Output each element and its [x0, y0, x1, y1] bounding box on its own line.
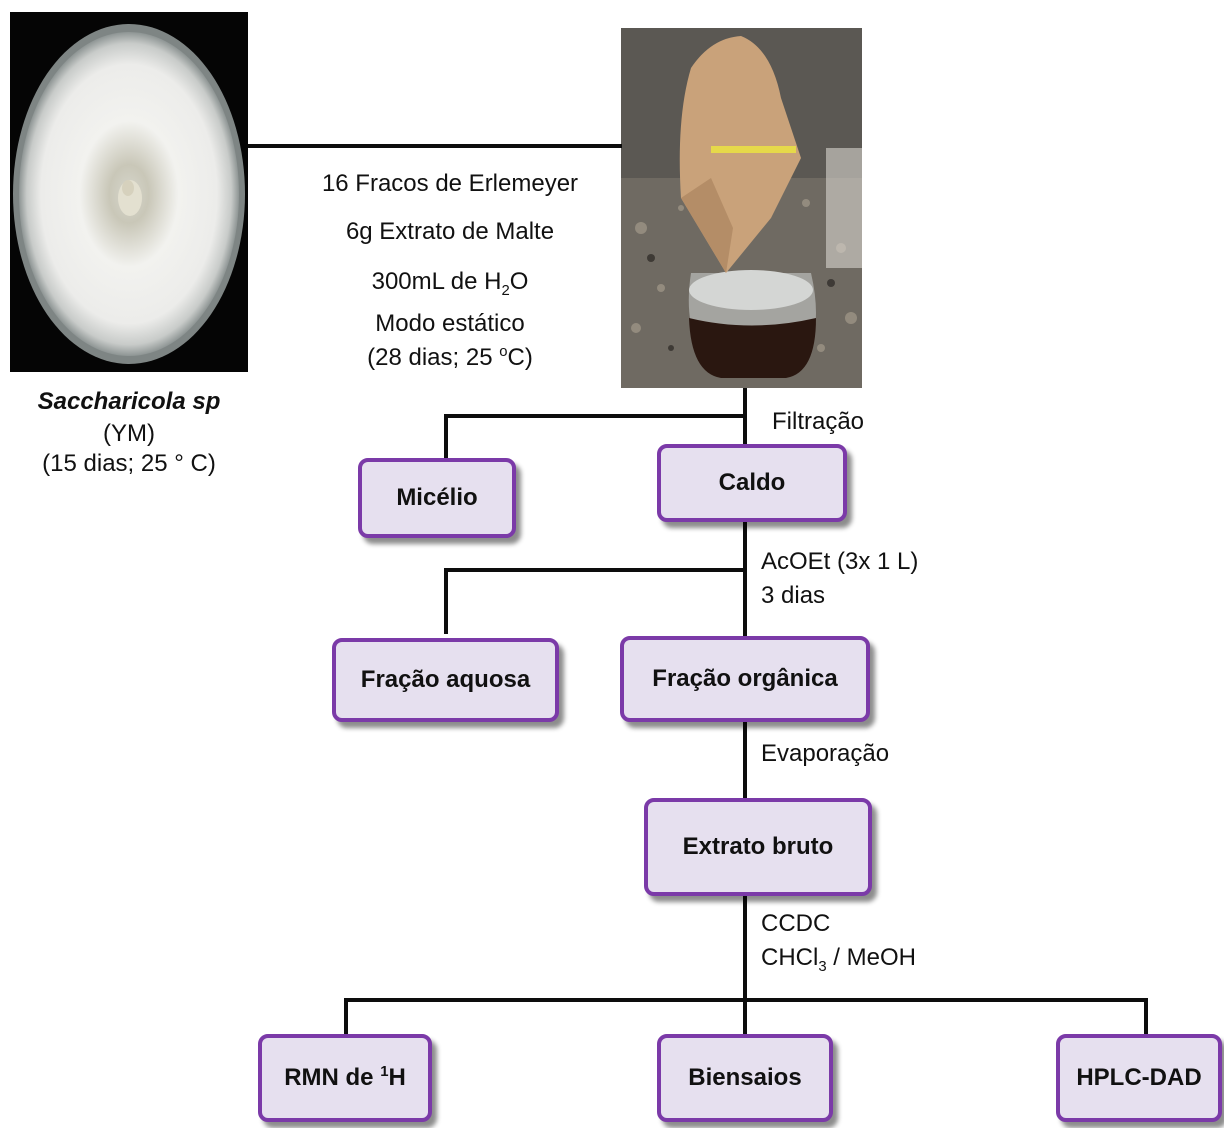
- culture-static-mode: Modo estático: [300, 312, 600, 336]
- step-tlc-chcl: CHCl: [761, 944, 818, 971]
- connector-organica-to-extrato: [743, 720, 747, 798]
- step-filtration: Filtração: [772, 410, 864, 434]
- connector-caldo-to-organica: [743, 520, 747, 638]
- box-rmn: RMN de 1H: [258, 1034, 432, 1122]
- box-extrato-bruto: Extrato bruto: [644, 798, 872, 896]
- culture-degree-superscript: o: [499, 344, 507, 360]
- box-fracao-aquosa-label: Fração aquosa: [361, 666, 530, 694]
- step-tlc: CCDC: [761, 912, 830, 936]
- culture-water-suffix: O: [510, 268, 529, 295]
- step-extraction-solvent: AcOEt (3x 1 L): [761, 550, 918, 574]
- box-micelio: Micélio: [358, 458, 516, 538]
- box-caldo-label: Caldo: [719, 469, 786, 497]
- connector-branch-aquosa-v: [444, 568, 448, 634]
- box-extrato-bruto-label: Extrato bruto: [683, 833, 834, 861]
- culture-incubation-suffix: C): [508, 344, 533, 371]
- culture-water-volume: 300mL de H2O: [300, 270, 600, 294]
- box-fracao-organica: Fração orgânica: [620, 636, 870, 722]
- culture-water-text: 300mL de H: [372, 268, 502, 295]
- box-rmn-label: RMN de 1H: [284, 1064, 406, 1092]
- organism-medium: (YM): [10, 422, 248, 446]
- organism-conditions: (15 dias; 25 ° C): [10, 452, 248, 476]
- flask-illustration: [621, 28, 862, 388]
- box-caldo: Caldo: [657, 444, 847, 522]
- culture-flasks: 16 Fracos de Erlemeyer: [300, 172, 600, 196]
- box-rmn-text: RMN de: [284, 1064, 380, 1091]
- connector-analysis-branch-h: [344, 998, 1148, 1002]
- culture-incubation: (28 dias; 25 oC): [300, 346, 600, 370]
- box-fracao-organica-label: Fração orgânica: [652, 665, 837, 693]
- step-tlc-subscript: 3: [818, 959, 826, 975]
- step-extraction-time: 3 dias: [761, 584, 825, 608]
- step-tlc-meoh: / MeOH: [827, 944, 916, 971]
- box-biensaios: Biensaios: [657, 1034, 833, 1122]
- culture-incubation-text: (28 dias; 25: [367, 344, 499, 371]
- erlenmeyer-flask-photo: [621, 28, 862, 388]
- box-hplc: HPLC-DAD: [1056, 1034, 1222, 1122]
- box-fracao-aquosa: Fração aquosa: [332, 638, 559, 722]
- box-biensaios-label: Biensaios: [688, 1064, 801, 1092]
- connector-to-hplc: [1144, 998, 1148, 1036]
- connector-branch-micelio-v: [444, 414, 448, 460]
- connector-branch-aquosa-h: [444, 568, 747, 572]
- culture-water-subscript: 2: [501, 283, 509, 299]
- petri-dish-illustration: [10, 12, 248, 372]
- step-tlc-solvent: CHCl3 / MeOH: [761, 946, 916, 970]
- box-micelio-label: Micélio: [396, 484, 477, 512]
- petri-dish-photo: [10, 12, 248, 372]
- culture-malt-extract: 6g Extrato de Malte: [300, 220, 600, 244]
- connector-to-rmn: [344, 998, 348, 1036]
- box-hplc-label: HPLC-DAD: [1076, 1064, 1201, 1092]
- connector-branch-micelio-h: [444, 414, 747, 418]
- box-rmn-suffix: H: [388, 1064, 405, 1091]
- connector-petri-to-flask: [248, 144, 622, 148]
- organism-name: Saccharicola sp: [10, 390, 248, 414]
- step-evaporation: Evaporação: [761, 742, 889, 766]
- connector-flask-to-caldo: [743, 388, 747, 448]
